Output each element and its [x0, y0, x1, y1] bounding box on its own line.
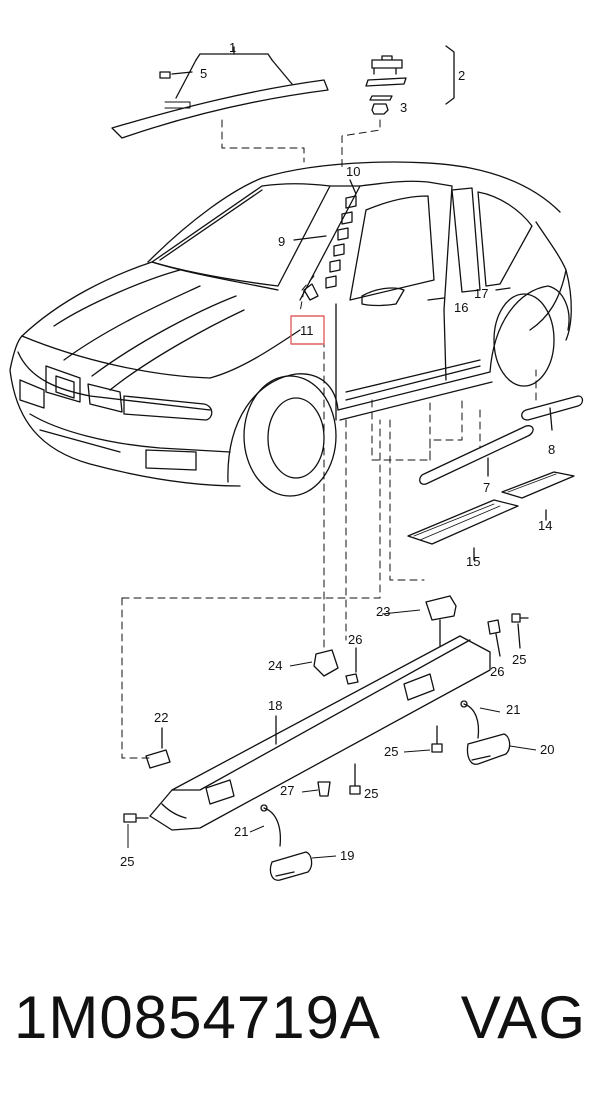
callout-26a: 26 [348, 632, 362, 647]
callout-21b: 21 [234, 824, 248, 839]
car-body [9, 161, 572, 497]
callout-24: 24 [268, 658, 282, 673]
callout-25c: 25 [364, 786, 378, 801]
callout-25b: 25 [384, 744, 398, 759]
screw-25c [349, 763, 361, 795]
callout-17: 17 [474, 286, 488, 301]
callout-16: 16 [454, 300, 468, 315]
callout-8: 8 [548, 442, 555, 457]
callout-2: 2 [458, 68, 465, 83]
parts-diagram: 1 5 2 3 10 9 11 16 17 8 7 14 15 23 26 24… [9, 40, 584, 881]
highlight-box-11 [290, 315, 325, 345]
callout-9: 9 [278, 234, 285, 249]
trim-strip-7 [419, 425, 534, 485]
callout-25d: 25 [120, 854, 134, 869]
callout-15: 15 [466, 554, 480, 569]
callout-5: 5 [200, 66, 207, 81]
callout-27: 27 [280, 783, 294, 798]
clip-26a [345, 673, 359, 685]
clip-5 [159, 71, 171, 79]
callout-10: 10 [346, 164, 360, 179]
callout-20: 20 [540, 742, 554, 757]
callout-1: 1 [229, 40, 236, 55]
clip-2 [371, 55, 403, 75]
callout-21a: 21 [506, 702, 520, 717]
clip-22 [145, 749, 171, 769]
sill-plate-15 [407, 499, 519, 545]
footer: 1M0854719A VAG [0, 978, 600, 1068]
nut-3 [371, 103, 389, 115]
part-number: 1M0854719A [14, 984, 381, 1051]
callout-3: 3 [400, 100, 407, 115]
cap-19 [269, 851, 313, 881]
screw-25a [511, 613, 529, 623]
cap-20 [466, 733, 511, 765]
screw-25d [123, 813, 149, 823]
callout-7: 7 [483, 480, 490, 495]
callout-19: 19 [340, 848, 354, 863]
callout-18: 18 [268, 698, 282, 713]
trim-strip-8 [521, 395, 584, 421]
grille [55, 375, 75, 399]
callout-22: 22 [154, 710, 168, 725]
bracket-24 [313, 649, 339, 677]
clip-27 [317, 781, 331, 797]
callout-14: 14 [538, 518, 552, 533]
side-skirt-18 [149, 635, 491, 831]
callout-25a: 25 [512, 652, 526, 667]
callout-11: 11 [300, 323, 314, 338]
screw-25b [431, 725, 443, 753]
callout-23: 23 [376, 604, 390, 619]
a-pillar-clips-10 [325, 195, 357, 289]
roof-rail [111, 79, 329, 139]
brand-label: VAG [460, 984, 586, 1051]
callout-26b: 26 [490, 664, 504, 679]
bracket-23 [425, 595, 457, 621]
sill-plate-14 [501, 471, 575, 499]
callout-labels: 1 5 2 3 10 9 11 16 17 8 7 14 15 23 26 24… [120, 40, 555, 869]
clip-26b [487, 619, 501, 635]
